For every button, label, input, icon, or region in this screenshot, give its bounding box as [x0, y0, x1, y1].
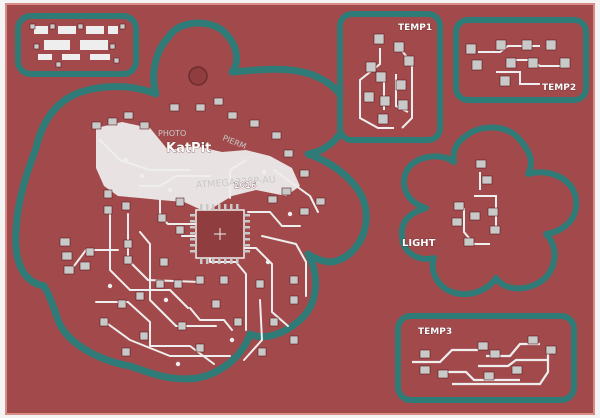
ic-chip-icon: [190, 204, 250, 264]
main-flower-board: KatPit 2016 PHOTO PIERM ATMEGA328P-AU: [12, 19, 370, 383]
light-label: LIGHT: [402, 238, 436, 249]
temp2-label: TEMP2: [542, 83, 576, 93]
main-smd-pads: [59, 97, 326, 357]
temp3-board: TEMP3: [395, 313, 577, 403]
mounting-hole-icon: [188, 66, 208, 86]
temp1-board-outline: [337, 11, 443, 143]
light-board: LIGHT: [398, 124, 580, 298]
temp1-label: TEMP1: [398, 23, 432, 33]
board-name-label: KatPit: [166, 141, 211, 156]
main-vias: [107, 157, 293, 367]
photo-silk-label: PHOTO: [158, 129, 186, 138]
year-label: 2016: [234, 181, 257, 190]
temp1-board: TEMP1: [337, 11, 443, 143]
temp2-board: TEMP2: [453, 17, 589, 103]
temp3-label: TEMP3: [418, 327, 452, 337]
silk-area-top: [96, 122, 300, 212]
top-left-small-board: [15, 13, 139, 77]
